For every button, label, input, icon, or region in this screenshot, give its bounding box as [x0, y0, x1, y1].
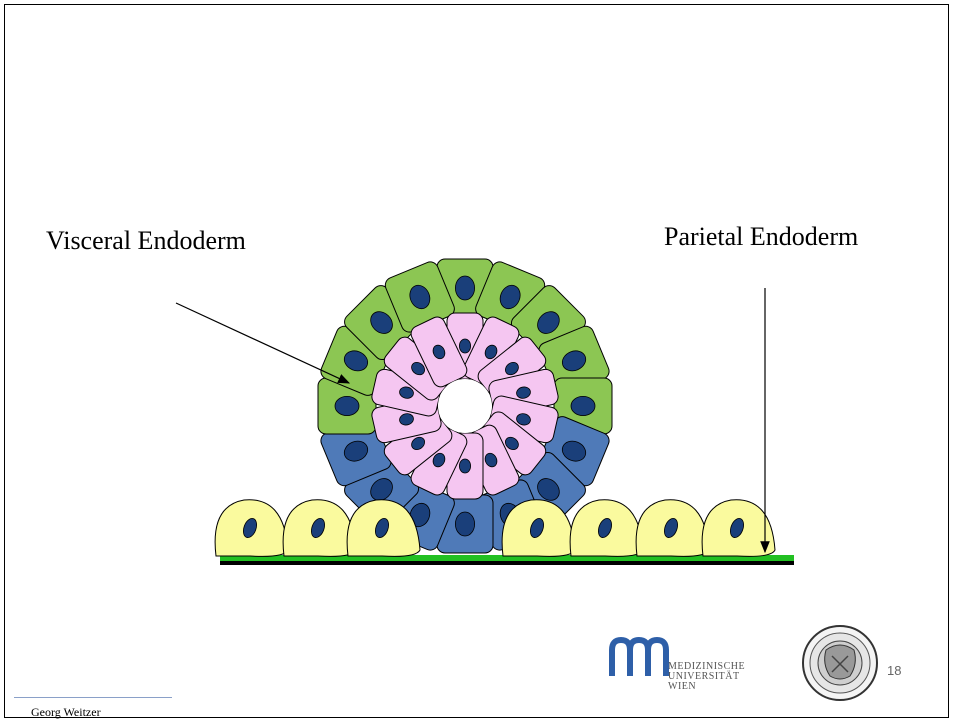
- logo-line-3: WIEN: [668, 682, 745, 692]
- central-cavity: [438, 379, 492, 433]
- cell-nucleus: [455, 512, 474, 536]
- cell-nucleus: [455, 276, 474, 300]
- meduni-logo-text: MEDIZINISCHE UNIVERSITÄT WIEN: [668, 662, 745, 692]
- parietal-cell-yellow: [570, 500, 643, 557]
- basement-membrane-shadow: [220, 561, 794, 565]
- cell-nucleus: [459, 459, 470, 473]
- parietal-cell-yellow: [702, 500, 775, 557]
- university-seal-icon: [803, 626, 877, 700]
- footer-rule: [14, 697, 172, 698]
- page-number: 18: [887, 663, 901, 678]
- parietal-cell-yellow: [283, 500, 356, 557]
- parietal-cell-yellow: [215, 500, 288, 557]
- cell-nucleus: [335, 396, 359, 415]
- parietal-cell-yellow: [636, 500, 709, 557]
- visceral-arrow: [176, 303, 349, 383]
- cell-nucleus: [459, 339, 470, 353]
- meduni-logo-icon: [612, 640, 666, 676]
- cell-nucleus: [571, 396, 595, 415]
- footer-author: Georg Weitzer: [31, 705, 101, 720]
